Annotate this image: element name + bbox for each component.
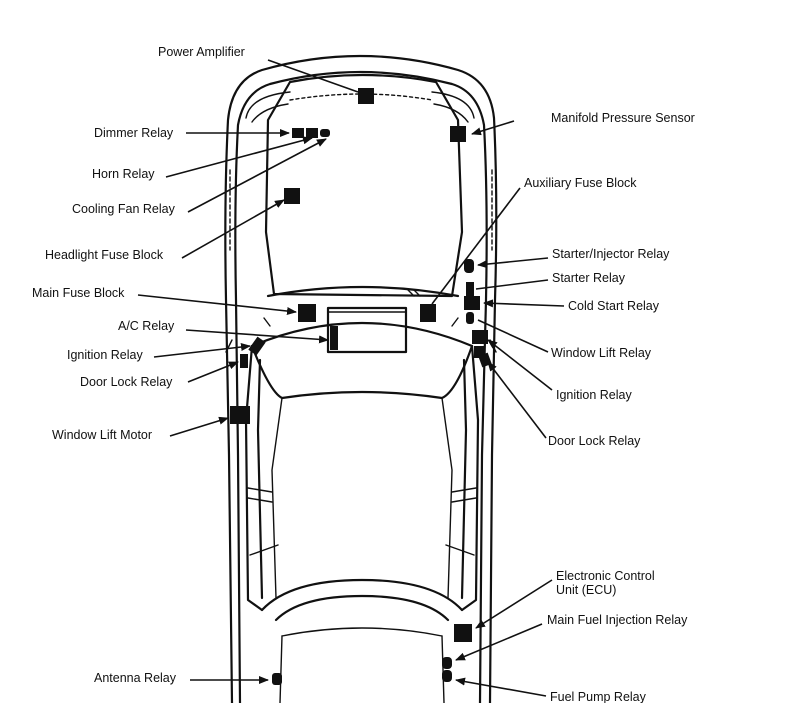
headlight-fuse-block-marker <box>284 188 300 204</box>
starter-injector-relay-marker <box>464 259 474 273</box>
main-fuel-injection-relay-marker <box>442 657 452 669</box>
label-cold-start-relay: Cold Start Relay <box>568 299 660 313</box>
cooling-fan-relay-marker <box>320 129 330 137</box>
label-starter-injector-relay: Starter/Injector Relay <box>552 247 670 261</box>
dimmer-relay-marker <box>292 128 304 138</box>
label-main-fuse-block: Main Fuse Block <box>32 286 125 300</box>
label-dimmer-relay: Dimmer Relay <box>94 126 174 140</box>
ignition-relay-right-marker <box>474 346 484 358</box>
label-ac-relay: A/C Relay <box>118 319 175 333</box>
window-lift-relay-marker <box>472 330 488 344</box>
door-lock-relay-left-marker <box>240 354 248 368</box>
fuel-pump-relay-marker <box>442 670 452 682</box>
label-window-lift-relay: Window Lift Relay <box>551 346 652 360</box>
label-manifold-pressure-sensor: Manifold Pressure Sensor <box>551 111 695 125</box>
horn-relay-marker <box>306 128 318 138</box>
auxiliary-fuse-block-marker <box>420 304 436 322</box>
leader-lines <box>137 59 565 697</box>
label-ignition-relay-left: Ignition Relay <box>67 348 143 362</box>
labels: Power Amplifier Dimmer Relay Horn Relay … <box>32 45 695 703</box>
starter-relay-marker <box>466 282 474 296</box>
label-fuel-pump-relay: Fuel Pump Relay <box>550 690 647 703</box>
label-window-lift-motor: Window Lift Motor <box>52 428 152 442</box>
label-ecu-line2: Unit (ECU) <box>556 583 616 597</box>
antenna-relay-marker <box>272 673 282 685</box>
label-door-lock-relay-right: Door Lock Relay <box>548 434 641 448</box>
label-power-amplifier: Power Amplifier <box>158 45 245 59</box>
component-markers <box>230 88 492 685</box>
label-cooling-fan-relay: Cooling Fan Relay <box>72 202 176 216</box>
car-outline <box>224 54 498 703</box>
window-lift-motor-marker <box>230 406 250 424</box>
label-main-fuel-injection-relay: Main Fuel Injection Relay <box>547 613 688 627</box>
window-lift-relay-connector-marker <box>466 312 474 324</box>
cold-start-relay-marker <box>464 296 480 310</box>
ecu-marker <box>454 624 472 642</box>
label-door-lock-relay-left: Door Lock Relay <box>80 375 173 389</box>
label-ecu-line1: Electronic Control <box>556 569 655 583</box>
label-ignition-relay-right: Ignition Relay <box>556 388 632 402</box>
ac-relay-marker <box>330 326 338 350</box>
label-horn-relay: Horn Relay <box>92 167 155 181</box>
label-antenna-relay: Antenna Relay <box>94 671 177 685</box>
label-starter-relay: Starter Relay <box>552 271 626 285</box>
ignition-relay-left-marker <box>248 336 266 356</box>
label-headlight-fuse-block: Headlight Fuse Block <box>45 248 164 262</box>
manifold-pressure-sensor-marker <box>450 126 466 142</box>
label-auxiliary-fuse-block: Auxiliary Fuse Block <box>524 176 637 190</box>
power-amplifier-marker <box>358 88 374 104</box>
main-fuse-block-marker <box>298 304 316 322</box>
